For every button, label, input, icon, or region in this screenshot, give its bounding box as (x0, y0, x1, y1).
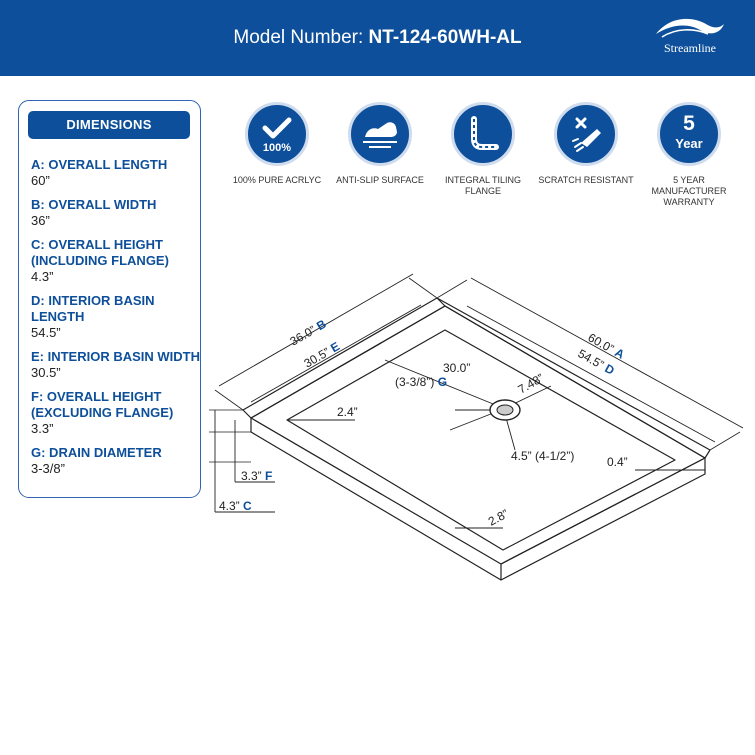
dim-c-letter: C (243, 499, 252, 513)
checkmark-icon: 100% (245, 102, 309, 166)
dim-drain-to-end: 30.0” (443, 361, 470, 375)
dimension-item-c: C: OVERALL HEIGHT (INCLUDING FLANGE) 4.3… (31, 237, 201, 284)
base-front-face (250, 418, 502, 581)
brand-logo: Streamline (645, 14, 735, 66)
dimension-item-a: A: OVERALL LENGTH 60” (31, 157, 201, 188)
shower-base-drawing: 36.0” B 30.5” E 60.0” A 54.5” D 30.0” 7.… (209, 273, 744, 581)
dimensions-title: DIMENSIONS (28, 111, 190, 139)
dimension-item-e: E: INTERIOR BASIN WIDTH 30.5” (31, 349, 201, 380)
warranty-year-word: Year (675, 136, 703, 151)
tiling-flange-icon (451, 102, 515, 166)
drain (489, 399, 521, 421)
five-year-icon: 5 Year (657, 102, 721, 166)
dim-c-value: 4.3” (219, 499, 240, 513)
basin-outline (286, 329, 676, 551)
svg-text:30.5” E: 30.5” E (302, 339, 343, 370)
dimension-label: E: INTERIOR BASIN WIDTH (31, 349, 200, 364)
dimension-value: 4.3” (31, 269, 54, 284)
model-number-value: NT-124-60WH-AL (368, 27, 522, 48)
brand-name: Streamline (664, 41, 716, 55)
feature-label: INTEGRAL TILING FLANGE (444, 175, 522, 196)
warranty-years: 5 (683, 112, 695, 135)
dim-line-e (250, 304, 422, 403)
dimension-label: D: INTERIOR BASIN LENGTH (31, 293, 155, 324)
feature-label: 5 YEAR MANUFACTURER WARRANTY (651, 175, 727, 207)
svg-text:4.3” C: 4.3” C (219, 499, 252, 513)
feature-tiling-flange: INTEGRAL TILING FLANGE (431, 102, 535, 197)
dimension-item-d: D: INTERIOR BASIN LENGTH 54.5” (31, 293, 201, 340)
back-flange-left (242, 297, 446, 419)
dimensions-list: A: OVERALL LENGTH 60” B: OVERALL WIDTH 3… (31, 157, 201, 485)
feature-anti-slip: ANTI-SLIP SURFACE (328, 102, 432, 186)
dim-d-letter: D (602, 361, 617, 378)
dimension-value: 60” (31, 173, 50, 188)
shoe-sole-icon (348, 102, 412, 166)
feature-label: 100% PURE ACRLYC (232, 175, 322, 185)
dimension-value: 3-3/8” (31, 461, 65, 476)
svg-text:36.0” B: 36.0” B (288, 317, 329, 349)
back-flange-right (436, 297, 711, 459)
dim-rim-left: 2.4” (337, 405, 358, 419)
dimension-label: C: OVERALL HEIGHT (INCLUDING FLANGE) (31, 237, 169, 268)
base-top-outline (250, 305, 706, 565)
dim-line-b (218, 273, 414, 387)
dim-e-letter: E (328, 339, 342, 355)
dim-line-a (470, 277, 744, 429)
dim-g-letter: G (438, 375, 447, 389)
dimension-value: 30.5” (31, 365, 61, 380)
dim-f-value: 3.3” (241, 469, 262, 483)
dimension-label: F: OVERALL HEIGHT (EXCLUDING FLANGE) (31, 389, 174, 420)
dim-g-value: (3-3/8”) (395, 375, 434, 389)
model-number-label: Model Number: (233, 27, 369, 48)
dimension-value: 36” (31, 213, 50, 228)
base-right-face (500, 457, 706, 581)
header-bar: Model Number: NT-124-60WH-AL Streamline (0, 0, 755, 76)
dimension-value: 3.3” (31, 421, 54, 436)
svg-text:(3-3/8”) G: (3-3/8”) G (395, 375, 447, 389)
dimension-label: A: OVERALL LENGTH (31, 157, 168, 172)
feature-scratch-resistant: SCRATCH RESISTANT (534, 102, 638, 186)
dimensions-panel: DIMENSIONS A: OVERALL LENGTH 60” B: OVER… (18, 100, 201, 498)
feature-warranty: 5 Year 5 YEAR MANUFACTURER WARRANTY (637, 102, 741, 208)
feature-label: ANTI-SLIP SURFACE (336, 175, 424, 185)
dim-a-letter: A (612, 345, 627, 362)
dim-b-value: 36.0” (288, 323, 319, 349)
dim-b-letter: B (314, 317, 329, 334)
feature-label: SCRATCH RESISTANT (538, 175, 634, 185)
dim-rim-right: 0.4” (607, 455, 628, 469)
dimension-label: B: OVERALL WIDTH (31, 197, 157, 212)
streamline-wave-logo-icon (656, 18, 724, 38)
feature-icons-row: 100% 100% PURE ACRLYC ANTI-SLIP SURFACE … (225, 102, 740, 212)
dim-f-letter: F (265, 469, 272, 483)
dimension-item-b: B: OVERALL WIDTH 36” (31, 197, 201, 228)
dimension-item-f: F: OVERALL HEIGHT (EXCLUDING FLANGE) 3.3… (31, 389, 201, 436)
dim-line-d (466, 305, 716, 443)
dim-drain-offset: 4.5” (4-1/2”) (511, 449, 574, 463)
dimension-label: G: DRAIN DIAMETER (31, 445, 162, 460)
dim-drain-to-side: 7.48” (516, 371, 547, 397)
feature-pure-acrylic: 100% 100% PURE ACRLYC (225, 102, 329, 186)
dim-rim-front: 2.8” (486, 507, 511, 529)
model-number-title: Model Number: NT-124-60WH-AL (0, 27, 755, 49)
svg-text:3.3” F: 3.3” F (241, 469, 272, 483)
scratch-tool-icon (554, 102, 618, 166)
dimension-item-g: G: DRAIN DIAMETER 3-3/8” (31, 445, 201, 476)
purity-badge: 100% (263, 142, 291, 154)
dimension-value: 54.5” (31, 325, 61, 340)
